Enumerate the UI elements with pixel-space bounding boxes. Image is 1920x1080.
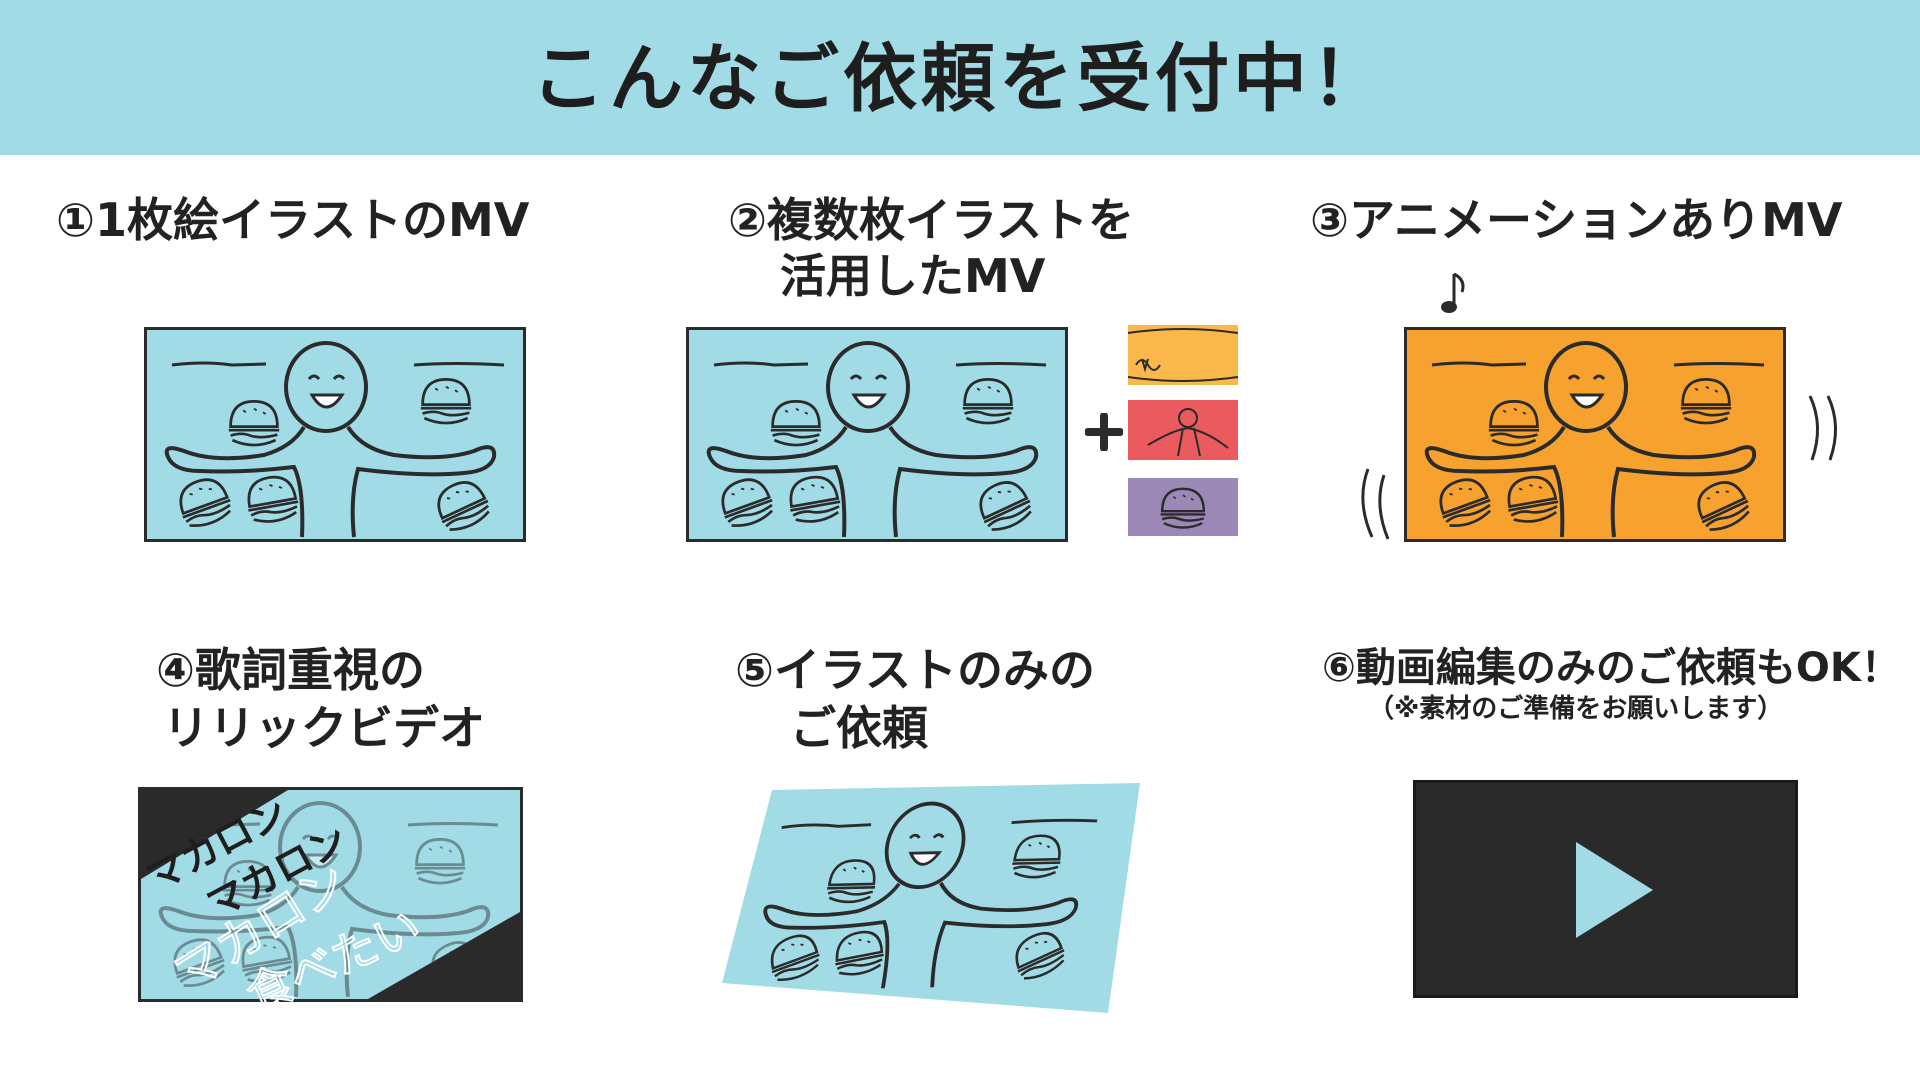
plus-icon: [1085, 413, 1123, 451]
item-6-label: ⑥動画編集のみのご依頼もOK！: [1322, 645, 1901, 691]
item-3-label: ③アニメーションありMV: [1310, 193, 1843, 247]
item-5-label-line2: ご依頼: [790, 701, 928, 755]
item-2-label-line2: 活用したMV: [780, 249, 1046, 303]
play-icon: [1576, 842, 1653, 938]
item-6-note: （※素材のご準備をお願いします）: [1368, 694, 1784, 724]
motion-lines-icon: [1361, 468, 1390, 540]
music-note-icon: [1441, 272, 1465, 313]
illustration-frame-1: [144, 327, 526, 542]
thumbnail-purple: [1128, 478, 1238, 536]
item-4-label-line2: リリックビデオ: [163, 701, 485, 755]
item-2-label-line1: ②複数枚イラストを: [728, 193, 1135, 247]
header-banner: [0, 0, 1920, 155]
illustration-frame-2: [686, 327, 1068, 542]
illustration-frame-5: [722, 783, 1140, 1013]
illustration-frame-3: [1404, 327, 1786, 542]
page-title: こんなご依頼を受付中！: [531, 36, 1389, 122]
item-4-label-line1: ④歌詞重視の: [156, 643, 425, 697]
lyric-video-frame: マカロン マカロン マカロン 食べたい: [138, 787, 523, 1002]
thumbnail-red: [1128, 400, 1238, 460]
item-1-label: ①1枚絵イラストのMV: [56, 193, 530, 247]
thumbnail-orange: [1128, 325, 1238, 385]
item-5-label-line1: ⑤イラストのみの: [735, 643, 1096, 697]
video-player-frame: [1413, 780, 1798, 998]
motion-lines-icon: [1808, 395, 1838, 461]
